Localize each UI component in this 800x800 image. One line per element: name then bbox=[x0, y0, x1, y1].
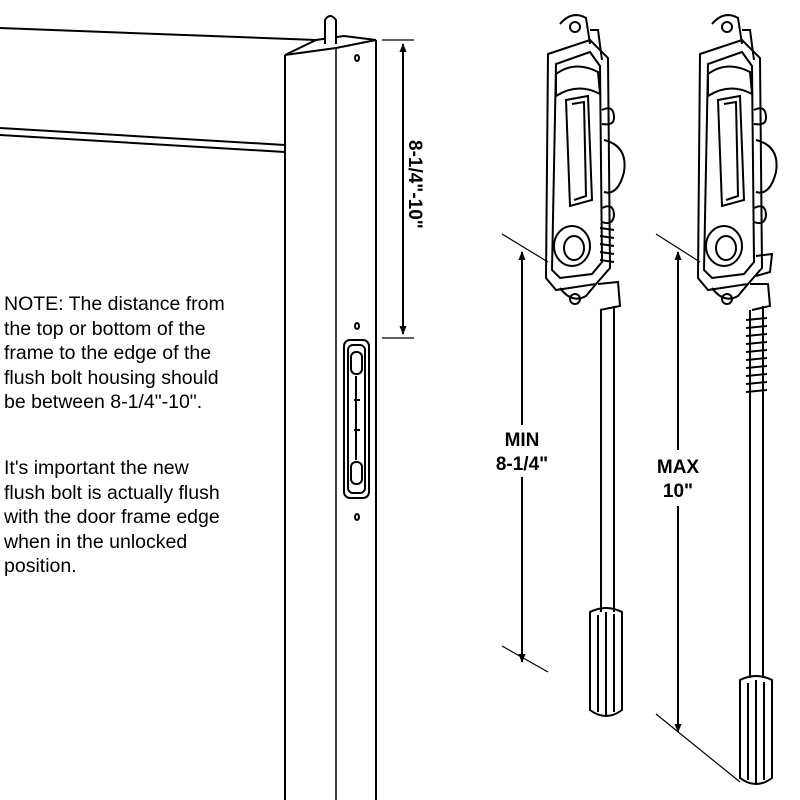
door-frame bbox=[0, 15, 377, 800]
frame-range-label: 8-1/4"-10" bbox=[404, 140, 425, 229]
frame-dimension bbox=[382, 39, 414, 339]
max-dimension bbox=[655, 233, 741, 783]
flush-bolt-max bbox=[696, 14, 778, 785]
max-label: MAX bbox=[657, 457, 700, 478]
max-value: 10" bbox=[663, 481, 693, 502]
note-paragraph-flush: It's important the new flush bolt is act… bbox=[4, 457, 220, 577]
note-paragraph-distance: NOTE: The distance from the top or botto… bbox=[4, 293, 225, 413]
min-value: 8-1/4" bbox=[496, 454, 548, 475]
flush-bolt-housing bbox=[343, 339, 370, 499]
flush-bolt-min bbox=[544, 14, 626, 717]
min-label: MIN bbox=[505, 430, 540, 451]
